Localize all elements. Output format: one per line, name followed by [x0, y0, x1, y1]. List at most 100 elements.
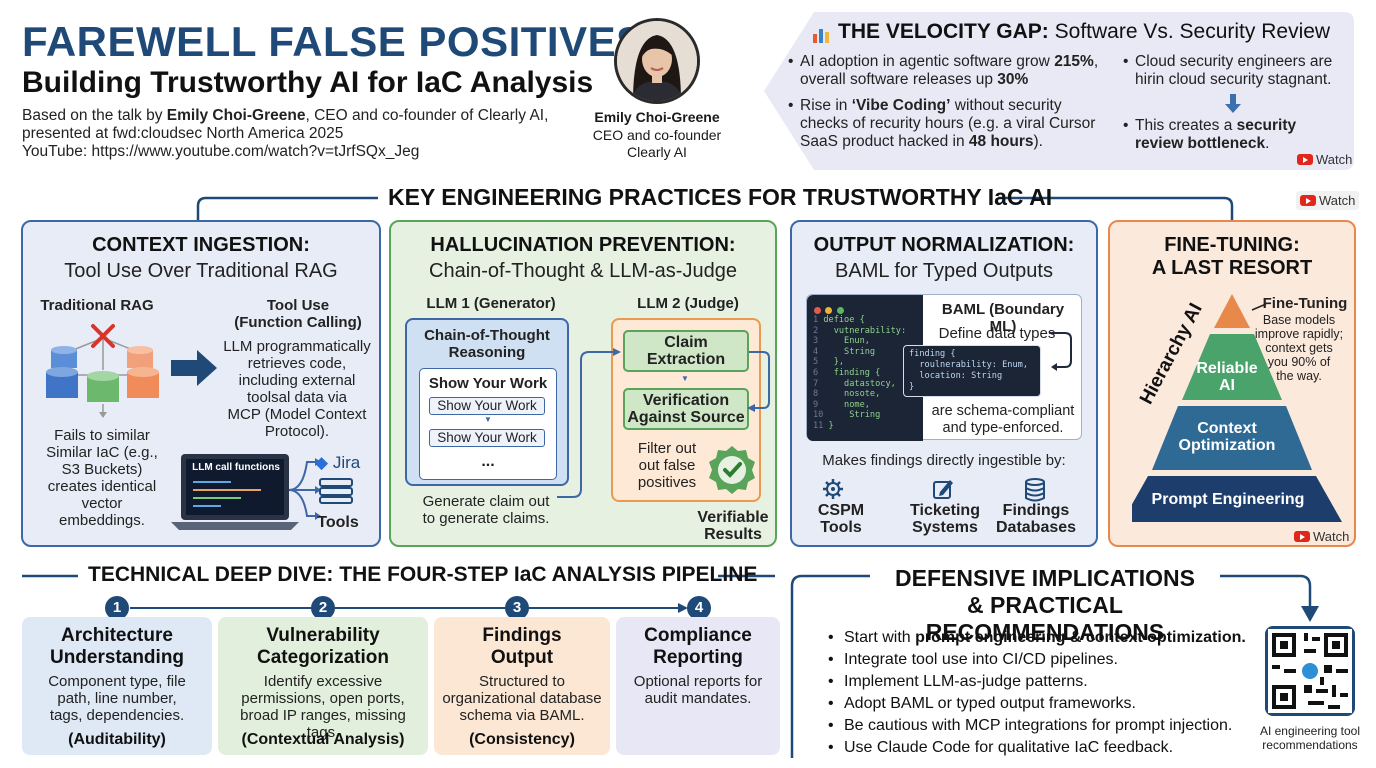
main-subtitle: Building Trustworthy AI for IaC Analysis: [22, 66, 594, 99]
intro-prefix: Based on the talk by: [22, 107, 167, 124]
speaker-role: CEO and co-founder Clearly AI: [582, 127, 732, 161]
intro-rest: , CEO and co-founder of Clearly AI,: [305, 107, 549, 124]
watch-link[interactable]: Watch: [1294, 529, 1349, 544]
arrow-down-icon: [1224, 94, 1242, 119]
step-number: 3: [505, 596, 529, 620]
step-number: 1: [105, 596, 129, 620]
card-subtitle: Chain-of-Thought & LLM-as-Judge: [429, 260, 737, 282]
jira-label: ◆ Jira: [315, 453, 361, 472]
ellipsis: ...: [481, 453, 495, 470]
pipeline-heading: TECHNICAL DEEP DIVE: THE FOUR-STEP IaC A…: [88, 563, 758, 586]
step-tag: (Contextual Analysis): [241, 731, 405, 748]
output-normalization-card: OUTPUT NORMALIZATION: BAML for Typed Out…: [790, 220, 1098, 547]
bucket-icon: [87, 371, 119, 402]
flow-arrows: [557, 348, 770, 498]
gear-icon: [822, 478, 844, 505]
bracket-arrow: [1049, 332, 1072, 371]
youtube-icon: [1294, 531, 1310, 542]
show-work-title: Show Your Work: [428, 375, 548, 392]
code-line: 7 datastocy,: [813, 378, 896, 389]
laptop-icon: [171, 454, 299, 530]
code-line: 10 String: [813, 410, 881, 421]
code-lines: 1 defioe {2 vutnerability:3 Enun,4 Strin…: [813, 315, 906, 432]
popup-line: roulnerability: Enum,: [909, 360, 1028, 370]
popup-line: }: [909, 382, 915, 392]
recommendation-item: Use Claude Code for qualitative IaC feed…: [828, 737, 1268, 759]
bucket-icon: [127, 367, 159, 398]
llm2-label: LLM 2 (Judge): [637, 295, 739, 312]
main-title: FAREWELL FALSE POSITIVES:: [22, 18, 660, 65]
qr-code[interactable]: [1265, 626, 1355, 716]
baml-label: BAML (Boundary ML): [941, 301, 1065, 335]
card-subtitle: Tool Use Over Traditional RAG: [64, 260, 338, 282]
speaker-name: Emily Choi-Greene: [594, 109, 720, 125]
code-line: 4 String: [813, 346, 876, 357]
code-line: 9 nome,: [813, 399, 870, 410]
bucket-icon: [127, 346, 153, 368]
watch-link[interactable]: Watch: [1297, 152, 1352, 167]
recommendation-item: Integrate tool use into CI/CD pipelines.: [828, 649, 1268, 671]
youtube-link[interactable]: YouTube: https://www.youtube.com/watch?v…: [22, 143, 420, 160]
velocity-gap-title-rest: Software Vs. Security Review: [1048, 20, 1331, 43]
intro-event: presented at fwd:cloudsec North America …: [22, 125, 344, 142]
database-icon: [1024, 478, 1046, 507]
section-bracket: [196, 196, 1234, 220]
speaker-company: Clearly AI: [627, 144, 687, 160]
youtube-icon: [1300, 195, 1316, 206]
card-title: CONTEXT INGESTION:: [92, 234, 310, 256]
prompt-eng-label: Prompt Engineering: [1151, 491, 1305, 508]
show-work-panel: Show Your Work Show Your Work ▼ Show You…: [419, 368, 557, 480]
arrow-down-icon: ▼: [484, 415, 492, 424]
velocity-gap-title-bold: THE VELOCITY GAP:: [838, 20, 1049, 43]
intro-speaker: Emily Choi-Greene: [166, 107, 306, 124]
ticket-icon: [932, 478, 954, 505]
ingestible-text: Makes findings directly ingestible by:: [822, 452, 1066, 469]
show-work-step: Show Your Work: [429, 397, 545, 415]
speaker-role-line: CEO and co-founder: [592, 127, 722, 143]
fine-tuning-label: Fine-Tuning: [1262, 295, 1348, 312]
bucket-icon: [51, 346, 77, 368]
code-line: 3 Enun,: [813, 336, 870, 347]
pyramid-diagram: [1132, 294, 1342, 522]
watch-link[interactable]: Watch: [1296, 191, 1360, 210]
window-dots: [814, 301, 844, 319]
jira-icon: ◆: [315, 453, 329, 472]
code-line: 5 },: [813, 357, 845, 368]
velocity-gap-title: THE VELOCITY GAP: Software Vs. Security …: [838, 20, 1330, 44]
define-types-text: Define data types: [938, 325, 1056, 342]
laptop-label: LLM call functions: [192, 462, 280, 473]
tool-use-label: Tool Use(Function Calling): [234, 297, 362, 331]
step-number: 2: [311, 596, 335, 620]
rag-buckets-diagram: [46, 324, 159, 418]
card-subtitle: BAML for Typed Outputs: [835, 260, 1053, 282]
youtube-icon: [1297, 154, 1313, 165]
arrow-down-icon: ▼: [681, 374, 689, 383]
pipeline-lines: [22, 574, 775, 613]
step-number: 4: [687, 596, 711, 620]
